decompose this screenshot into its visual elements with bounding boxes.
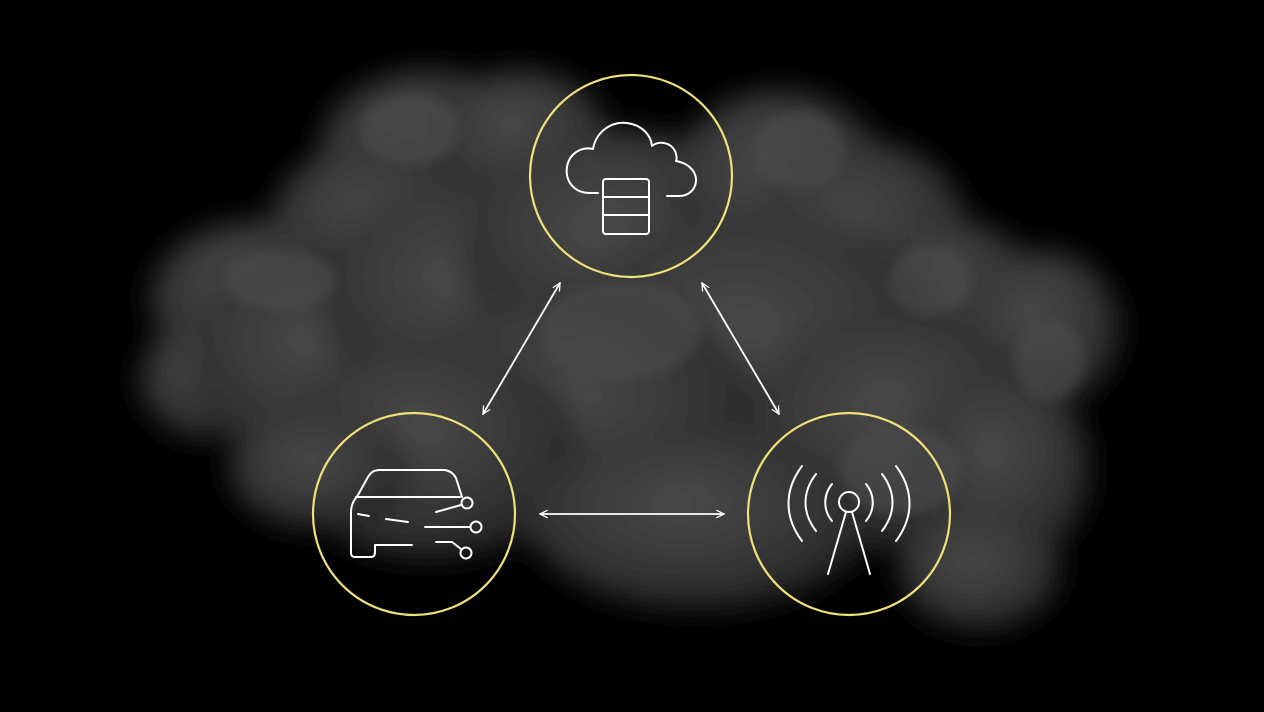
node-ring — [528, 73, 734, 279]
cloud-database-icon — [565, 121, 697, 235]
connected-car-icon — [350, 469, 483, 560]
node-cell-tower — [746, 411, 952, 617]
antenna-tower-icon — [787, 465, 911, 575]
node-ring — [311, 411, 517, 617]
arrow-cloud-to-vehicle — [482, 282, 561, 415]
node-cloud-storage — [528, 73, 734, 279]
connection-arrows — [482, 282, 780, 519]
smoke-highlights — [225, 95, 1085, 515]
node-ring — [746, 411, 952, 617]
arrow-cloud-to-tower — [701, 282, 780, 415]
node-vehicle — [311, 411, 517, 617]
